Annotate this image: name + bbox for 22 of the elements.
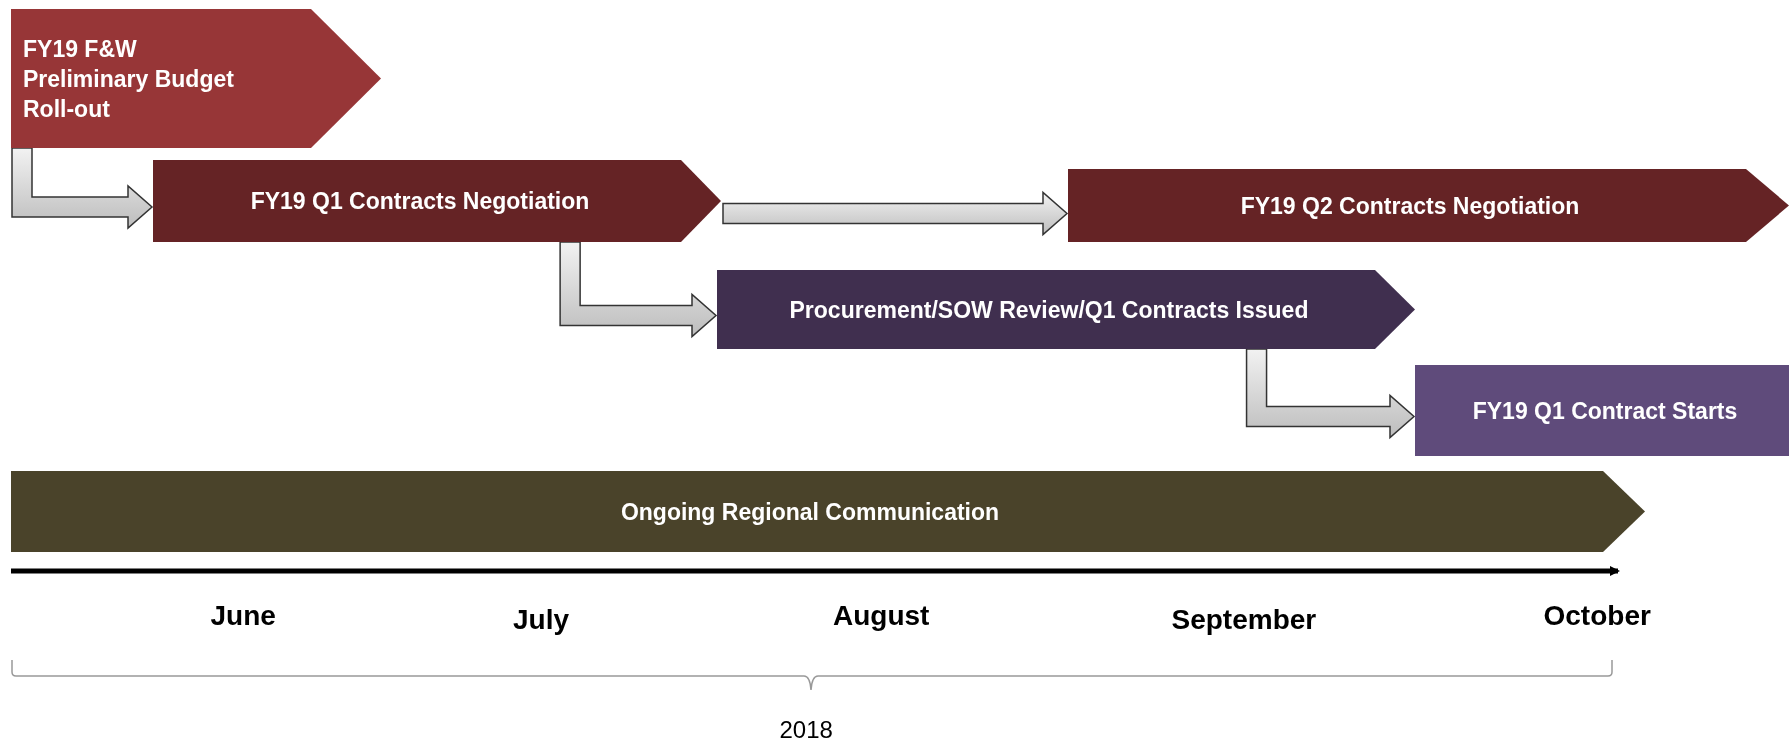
- node-label: FY19 Q1 Contract Starts: [1472, 396, 1738, 426]
- phase-banner: [717, 270, 1415, 349]
- block-arrow: [11, 147, 154, 230]
- phase-banner: [11, 9, 381, 148]
- month-label: August: [833, 600, 930, 632]
- block-arrow: [1245, 348, 1416, 440]
- phase-box: [1415, 365, 1789, 456]
- node-label: FY19 Q2 Contracts Negotiation: [1240, 191, 1580, 221]
- month-label: June: [210, 600, 276, 632]
- phase-banner: [153, 160, 721, 242]
- month-label: October: [1543, 600, 1651, 632]
- node-label: FY19 Q1 Contracts Negotiation: [250, 187, 590, 216]
- phase-banner: [11, 471, 1645, 552]
- node-label: FY19 F&W Preliminary Budget Roll-out: [23, 34, 235, 124]
- year-label: 2018: [779, 716, 833, 744]
- node-label: Ongoing Regional Communication: [620, 497, 1000, 527]
- node-label: Procurement/SOW Review/Q1 Contracts Issued: [789, 295, 1309, 325]
- month-label: July: [513, 604, 570, 636]
- month-label: September: [1171, 604, 1317, 636]
- phase-banner: [1068, 169, 1789, 242]
- block-arrow: [559, 241, 718, 339]
- block-arrow: [722, 190, 1069, 237]
